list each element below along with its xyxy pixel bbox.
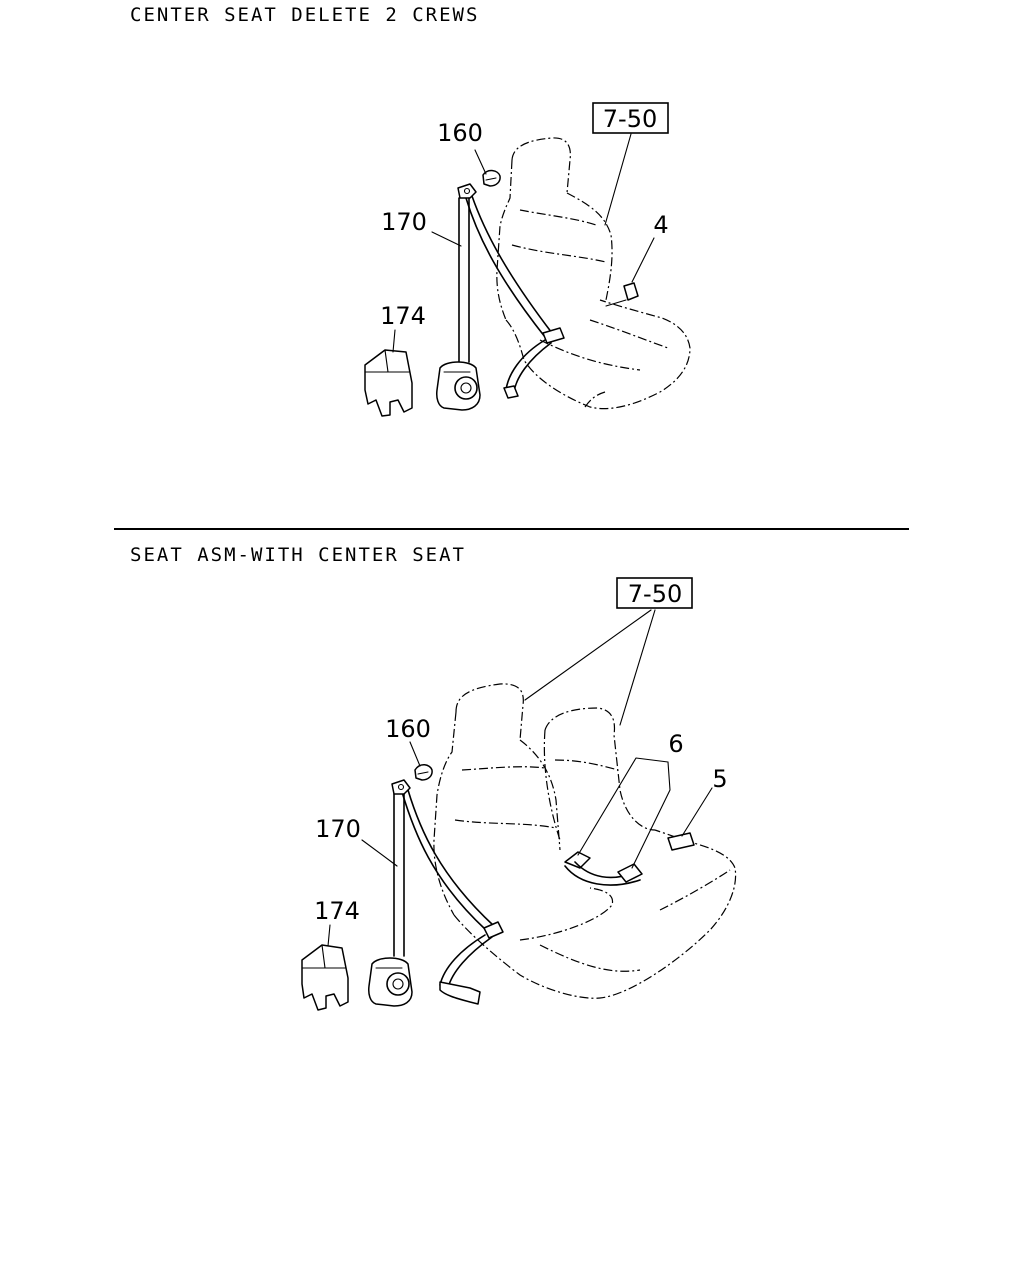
reference-label: 7-50 [603, 105, 657, 133]
section-title-seat-asm-with-center-seat: SEAT ASM-WITH CENTER SEAT [130, 544, 466, 566]
callout-174-bottom: 174 [314, 897, 360, 925]
callout-160-bottom: 160 [385, 715, 431, 743]
callout-4: 4 [653, 211, 668, 239]
reference-box [592, 102, 669, 134]
diagram-seat-asm-with-center-seat: 7-50 160 170 174 6 5 [301, 577, 737, 1011]
bench-cushion-phantom-outline [453, 829, 737, 999]
callout-6: 6 [668, 730, 683, 758]
retractor-assembly-bottom [368, 793, 413, 1007]
callout-160: 160 [437, 119, 483, 147]
section-title-center-seat-delete: CENTER SEAT DELETE 2 CREWS [130, 4, 480, 26]
seat-phantom-outline [496, 137, 691, 410]
anchor-trim-cover [482, 169, 501, 187]
callout-170: 170 [381, 208, 427, 236]
leader-lines [392, 133, 655, 353]
diagram-center-seat-delete: 7-50 160 170 174 4 [364, 102, 691, 417]
callout-6-leader [577, 757, 671, 869]
upper-belt-guide [457, 183, 477, 199]
callout-170-bottom: 170 [315, 815, 361, 843]
seat-belt-buckle [605, 282, 639, 307]
center-seat-phantom-outline [543, 707, 656, 841]
reference-box-bottom [616, 577, 693, 609]
anchor-trim-cover-bottom [414, 764, 433, 781]
retractor-assembly [436, 197, 481, 411]
center-lap-belt [564, 851, 643, 886]
reference-label-bottom: 7-50 [628, 580, 682, 608]
callout-5: 5 [712, 765, 727, 793]
upper-belt-guide-bottom [391, 779, 411, 795]
retractor-cover-bottom [301, 944, 349, 1011]
section-divider [114, 528, 909, 530]
seat-belt-webbing-bottom [401, 789, 504, 1005]
leader-lines-bottom [327, 609, 713, 947]
retractor-cover [364, 349, 413, 417]
seat-belt-webbing [465, 195, 565, 399]
callout-174: 174 [380, 302, 426, 330]
